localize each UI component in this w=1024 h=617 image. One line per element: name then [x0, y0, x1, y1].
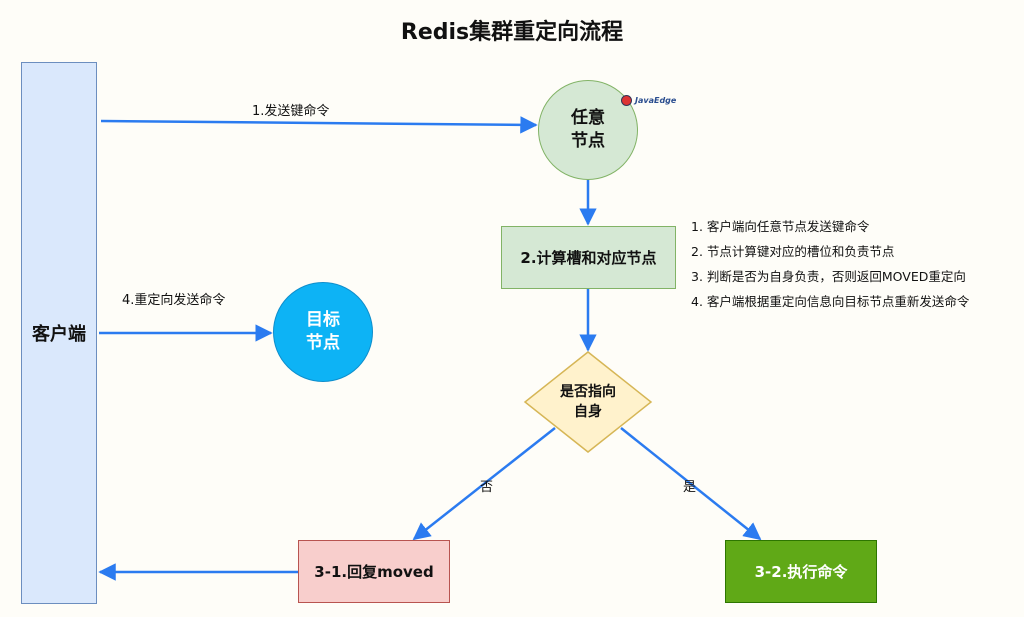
target-node[interactable]: 目标 节点 [273, 282, 373, 382]
arrow-send-command [100, 116, 538, 134]
arrow-decision-yes [620, 427, 762, 541]
javaedge-logo-text: JavaEdge [635, 96, 677, 105]
calc-slot-label: 2.计算槽和对应节点 [520, 249, 657, 267]
decision-label-2: 自身 [574, 404, 602, 420]
arrow-decision-no [412, 427, 556, 541]
client-node[interactable]: 客户端 [21, 62, 97, 604]
target-node-label-1: 目标 [306, 310, 340, 331]
execute-command-label: 3-2.执行命令 [754, 563, 848, 581]
execute-command-node[interactable]: 3-2.执行命令 [725, 540, 877, 603]
steps-list: 1. 客户端向任意节点发送键命令 2. 节点计算键对应的槽位和负责节点 3. 判… [691, 219, 969, 319]
edge-label-no: 否 [480, 480, 494, 495]
calc-slot-node[interactable]: 2.计算槽和对应节点 [501, 226, 676, 289]
decision-label-1: 是否指向 [560, 383, 616, 400]
decision-label: 是否指向 自身 [527, 360, 649, 444]
any-node-label-1: 任意 [571, 108, 605, 129]
step-item: 1. 客户端向任意节点发送键命令 [691, 219, 870, 234]
target-node-label-2: 节点 [306, 333, 340, 353]
diagram-title: Redis集群重定向流程 [400, 20, 624, 45]
reply-moved-node[interactable]: 3-1.回复moved [298, 540, 450, 603]
decision-diamond[interactable] [523, 351, 653, 453]
step-item: 3. 判断是否为自身负责，否则返回MOVED重定向 [691, 269, 966, 284]
reply-moved-label: 3-1.回复moved [314, 563, 434, 581]
edge-label-redirect-send: 4.重定向发送命令 [122, 293, 226, 308]
step-item: 2. 节点计算键对应的槽位和负责节点 [691, 244, 895, 259]
step-item: 4. 客户端根据重定向信息向目标节点重新发送命令 [691, 294, 970, 309]
javaedge-logo: JavaEdge [621, 95, 676, 106]
edge-label-send-command: 1.发送键命令 [252, 104, 330, 119]
edge-label-yes: 是 [683, 480, 697, 495]
javaedge-logo-icon [621, 95, 632, 106]
client-label: 客户端 [32, 324, 86, 345]
any-node-label-2: 节点 [571, 131, 605, 151]
